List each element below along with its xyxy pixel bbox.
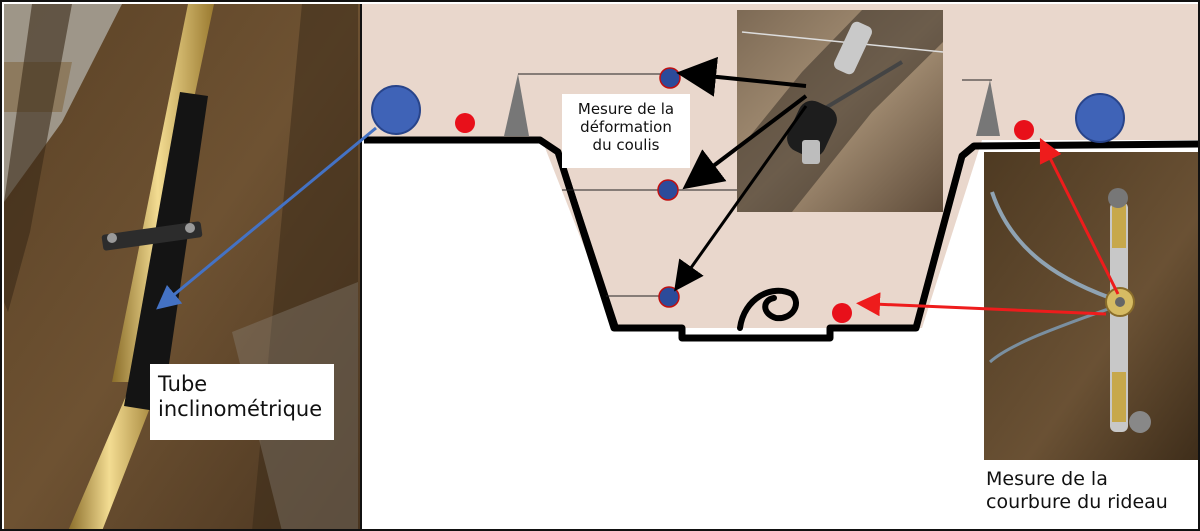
support-triangle-left [504, 74, 529, 136]
label-courbure-rideau: Mesure de la courbure du rideau [978, 468, 1198, 529]
sheet-pile-wall [364, 136, 1198, 342]
arrow-rideau-top [1039, 137, 1120, 295]
grout-sensor-middle [657, 179, 679, 201]
label-tube-inclinometrique: Tube inclinométrique [150, 364, 334, 440]
grout-sensor-bottom [658, 286, 680, 308]
support-triangle-right [976, 80, 1000, 136]
tube-clamp [101, 221, 203, 251]
red-sensor-left [455, 113, 475, 133]
grout-sensor-top [659, 67, 681, 89]
curvature-gauge-photo [984, 152, 1198, 460]
arrow-coulis-top [676, 56, 807, 97]
label-deformation-coulis: Mesure de la déformation du coulis [562, 94, 690, 168]
arrow-coulis-bottom [674, 105, 808, 292]
arrow-tube [156, 126, 377, 310]
tape-wrap [124, 92, 208, 412]
inclinometer-tube-photo [4, 4, 360, 529]
arrow-rideau-bottom [856, 292, 1107, 317]
surface-sensor-left [371, 85, 421, 135]
strain-gauge-photo [737, 10, 944, 212]
red-sensor-bottom [832, 303, 852, 323]
surface-sensor-right [1075, 93, 1125, 143]
arrow-coulis-middle [682, 94, 808, 190]
interlock-joint [737, 287, 799, 331]
red-sensor-right [1014, 120, 1034, 140]
